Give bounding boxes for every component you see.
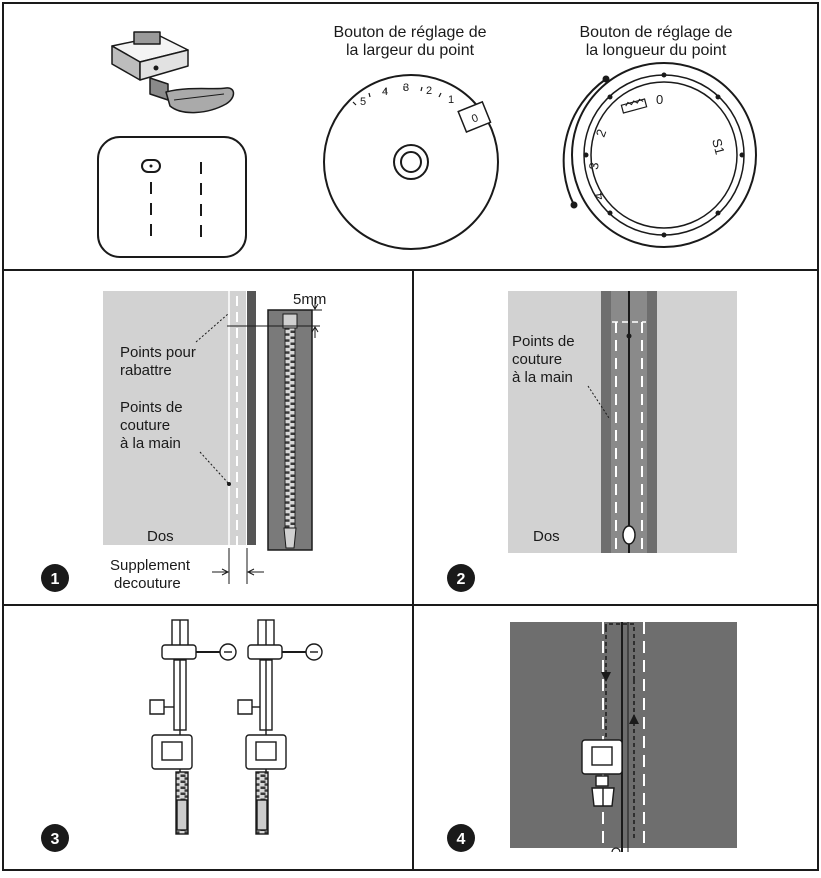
arrow-up-icon xyxy=(629,714,639,724)
panel-step-1: 5mm Points pour rabattre Points de coutu… xyxy=(41,291,326,592)
width-dial-number-5: 5 xyxy=(360,96,366,108)
label-seam-allowance-line1: Supplement xyxy=(110,557,191,574)
width-dial-number-3: 3 xyxy=(403,82,409,94)
label-back: Dos xyxy=(533,528,560,545)
label-hand-line1: Points de xyxy=(512,333,575,350)
label-hand-line2: couture xyxy=(120,417,170,434)
step-badge-4 xyxy=(447,824,475,852)
step-badge-1 xyxy=(41,564,69,592)
width-dial-number-1: 1 xyxy=(448,94,454,106)
length-dial-number-4: 4 xyxy=(591,191,607,201)
step-badge-3 xyxy=(41,824,69,852)
label-back: Dos xyxy=(147,528,174,545)
length-dial-number-2: 2 xyxy=(593,127,610,139)
step-number-2: 2 xyxy=(457,571,466,588)
fabric-edge xyxy=(247,291,256,545)
length-dial-number-3: 3 xyxy=(586,162,602,171)
zipper-foot-illustration xyxy=(111,31,235,114)
zipper-pull xyxy=(622,525,636,545)
length-dial-title-line1: Bouton de réglage de xyxy=(579,24,732,41)
width-dial-number-4: 4 xyxy=(382,86,388,98)
step-number-1: 1 xyxy=(51,571,60,588)
label-basting-line1: Points pour xyxy=(120,344,196,361)
step-badge-2 xyxy=(447,564,475,592)
width-dial-title-line1: Bouton de réglage de xyxy=(333,24,486,41)
fabric-back-panel xyxy=(103,291,246,545)
label-hand-line1: Points de xyxy=(120,399,183,416)
presser-foot-illustration xyxy=(581,739,623,807)
stitch-length-dial: Bouton de réglage de la longueur du poin… xyxy=(562,24,757,248)
step-number-3: 3 xyxy=(51,831,60,848)
arrow-down-icon xyxy=(601,672,611,682)
length-dial-number-s1: S1 xyxy=(709,137,728,156)
panel-step-2: Points de couture à la main Dos 2 xyxy=(447,291,737,592)
panel-step-4: 4 xyxy=(447,622,737,853)
presser-foot-left-position xyxy=(149,619,237,835)
length-dial-number-0: 0 xyxy=(656,92,663,107)
label-hand-line2: couture xyxy=(512,351,562,368)
presser-foot-right-position xyxy=(237,619,323,835)
width-dial-title-line2: la largeur du point xyxy=(346,42,475,59)
measure-5mm-label: 5mm xyxy=(293,291,326,308)
panel-step-3: 3 xyxy=(41,619,323,852)
sewing-path xyxy=(605,623,635,680)
fabric-dark-panel xyxy=(510,622,737,848)
width-dial-number-0: 0 xyxy=(470,112,480,125)
length-dial-title-line2: la longueur du point xyxy=(586,42,727,59)
label-basting-line2: rabattre xyxy=(120,362,172,379)
zipper-illustration xyxy=(267,309,313,551)
label-seam-allowance-line2: decouture xyxy=(114,575,181,592)
step-number-4: 4 xyxy=(457,831,466,848)
label-hand-line3: à la main xyxy=(120,435,181,452)
needle-plate-illustration xyxy=(97,136,247,258)
width-dial-number-2: 2 xyxy=(426,85,432,97)
label-hand-line3: à la main xyxy=(512,369,573,386)
stitch-width-dial: Bouton de réglage de la largeur du point… xyxy=(323,24,499,250)
